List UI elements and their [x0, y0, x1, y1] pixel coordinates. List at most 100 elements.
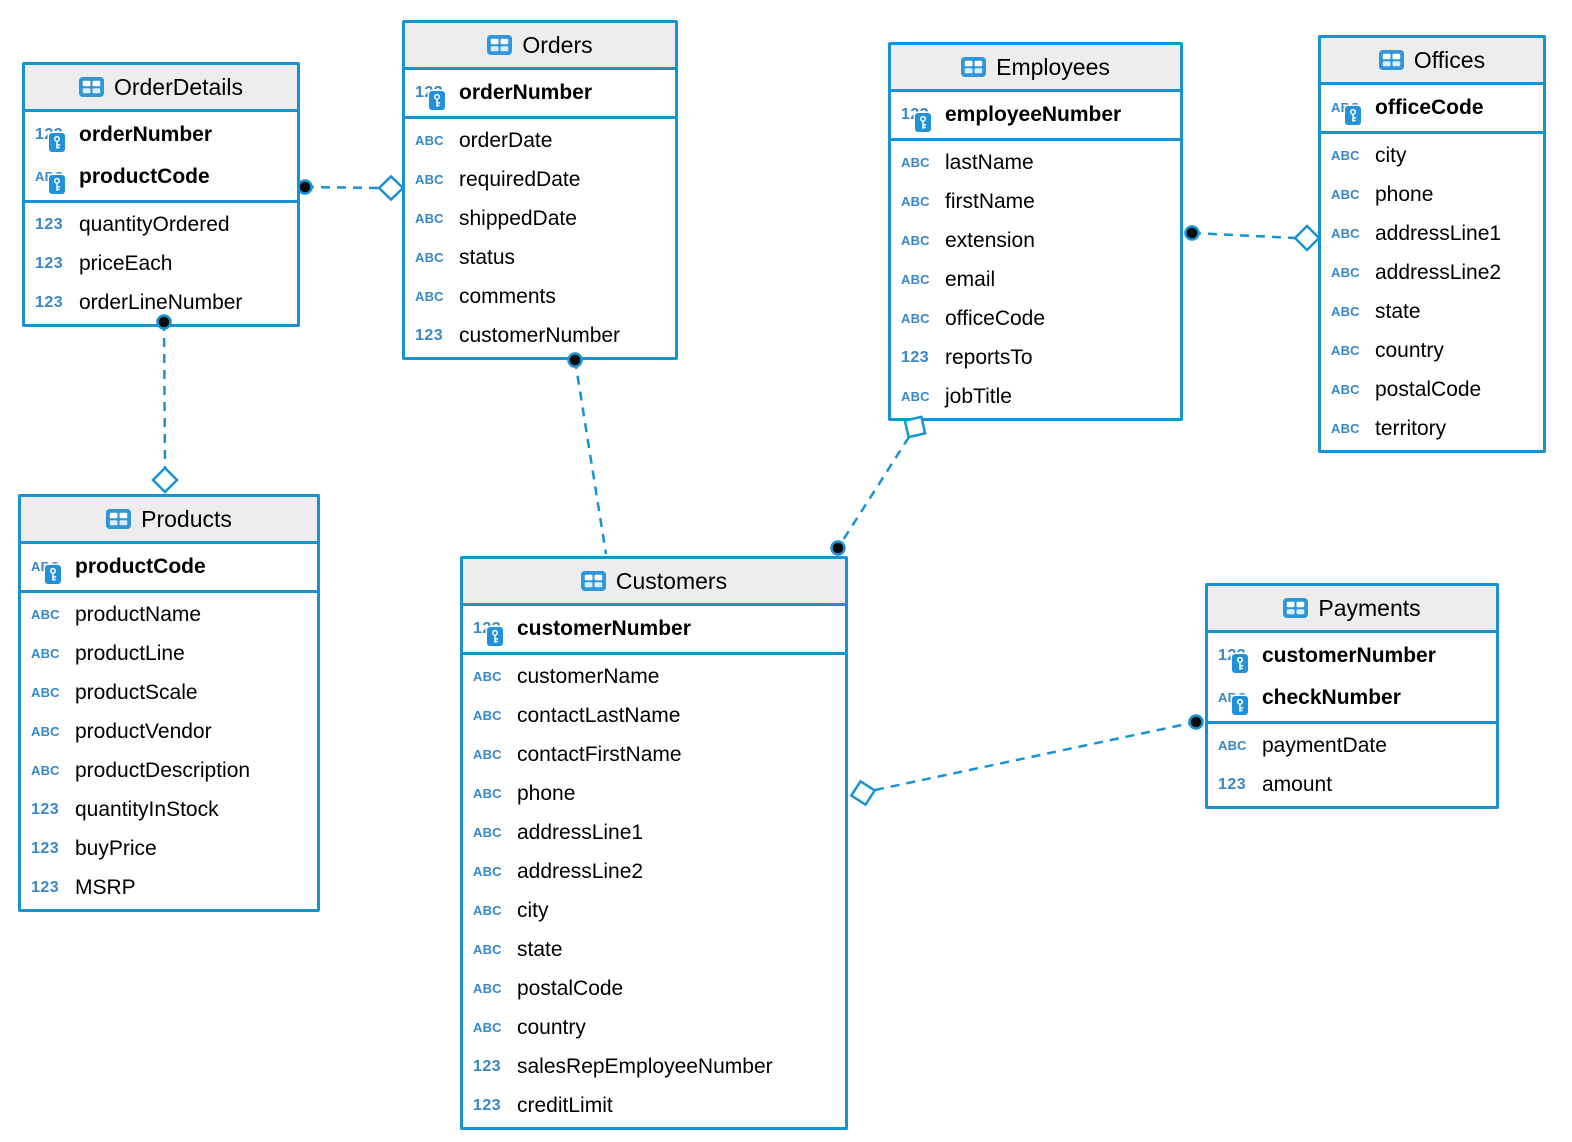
table-node-products[interactable]: ProductsABCproductCodeABCproductNameABCp… [18, 494, 320, 912]
number-type-icon: 123 [473, 620, 511, 646]
column-row-orderNumber[interactable]: 123orderNumber [405, 72, 675, 114]
text-type-icon: ABC [473, 902, 511, 920]
table-header[interactable]: Orders [405, 23, 675, 70]
type-label: ABC [901, 154, 930, 170]
primary-key-icon [429, 91, 445, 110]
column-name: orderNumber [459, 81, 593, 104]
table-node-employees[interactable]: Employees123employeeNumberABClastNameABC… [888, 42, 1183, 421]
column-row-orderNumber[interactable]: 123orderNumber [25, 114, 297, 156]
column-row-employeeNumber[interactable]: 123employeeNumber [891, 94, 1180, 136]
table-header[interactable]: Customers [463, 559, 845, 606]
table-node-payments[interactable]: Payments123customerNumberABCcheckNumberA… [1205, 583, 1499, 809]
table-header[interactable]: OrderDetails [25, 65, 297, 112]
table-node-orderdetails[interactable]: OrderDetails123orderNumberABCproductCode… [22, 62, 300, 327]
text-type-icon: ABC [31, 762, 69, 780]
type-label: ABC [1331, 381, 1360, 397]
type-label: ABC [31, 723, 60, 739]
table-node-orders[interactable]: Orders123orderNumberABCorderDateABCrequi… [402, 20, 678, 360]
table-header[interactable]: Offices [1321, 38, 1543, 85]
table-header[interactable]: Employees [891, 45, 1180, 92]
column-name: status [459, 245, 516, 269]
text-type-icon: ABC [415, 171, 453, 189]
column-name: orderNumber [79, 123, 213, 146]
primary-key-icon [1232, 654, 1248, 673]
relation-customers-employees[interactable] [830, 415, 927, 556]
table-node-offices[interactable]: OfficesABCofficeCodeABCcityABCphoneABCad… [1318, 35, 1546, 453]
table-header[interactable]: Products [21, 497, 317, 544]
column-name: productLine [75, 641, 185, 665]
column-name: checkNumber [1262, 686, 1401, 709]
primary-key-icon [45, 565, 61, 584]
relation-orders-customers[interactable] [567, 352, 608, 555]
column-row-checkNumber[interactable]: ABCcheckNumber [1208, 677, 1496, 719]
table-header[interactable]: Payments [1208, 586, 1496, 633]
column-name: phone [1375, 182, 1434, 206]
text-type-icon: ABC [473, 1019, 511, 1037]
diamond-end-icon [377, 174, 405, 202]
table-node-customers[interactable]: Customers123customerNumberABCcustomerNam… [460, 556, 848, 1130]
text-type-icon: ABC [31, 684, 69, 702]
dot-end-icon [830, 540, 846, 556]
column-row-productCode[interactable]: ABCproductCode [25, 156, 297, 198]
number-type-icon: 123 [1218, 776, 1256, 794]
column-row-productDescription[interactable]: ABC productDescription [21, 751, 317, 790]
column-row-productCode[interactable]: ABCproductCode [21, 546, 317, 588]
relation-orderdetails-orders[interactable] [297, 174, 405, 202]
column-name: jobTitle [945, 384, 1012, 408]
column-row-productLine[interactable]: ABC productLine [21, 634, 317, 673]
text-type-icon: ABC [31, 645, 69, 663]
relation-orderdetails-products[interactable] [151, 314, 179, 494]
relation-employees-offices[interactable] [1184, 224, 1321, 252]
column-name: productDescription [75, 758, 251, 782]
relation-payments-customers[interactable] [849, 714, 1204, 807]
